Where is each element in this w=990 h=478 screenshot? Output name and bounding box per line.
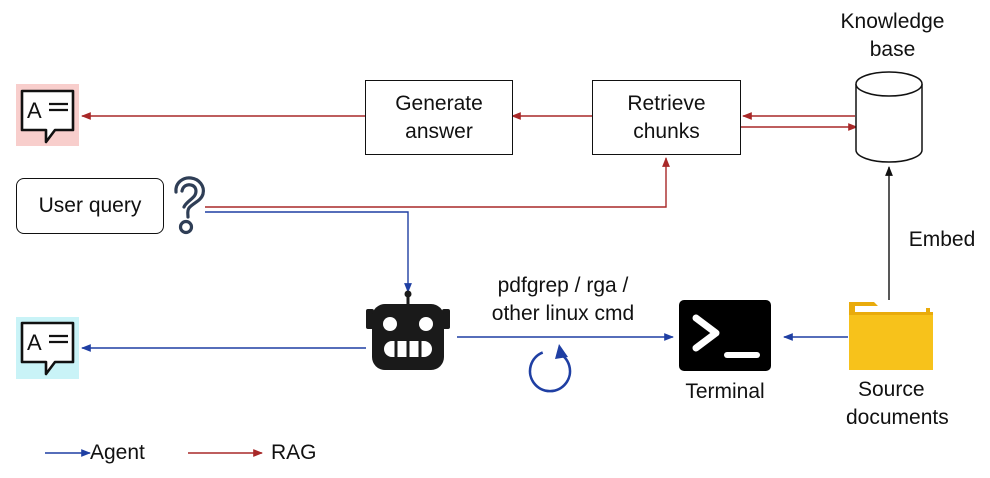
generate-answer-box: Generate answer (365, 80, 513, 155)
command-line1: pdfgrep / rga / (497, 274, 629, 297)
generate-answer-line2: answer (405, 119, 473, 143)
user-query-box: User query (16, 178, 164, 234)
agent-arrow-query-to-robot (205, 211, 412, 293)
source-documents-line1: Source (858, 378, 925, 401)
command-line2: other linux cmd (491, 302, 635, 325)
knowledge-base-line1: Knowledge (840, 10, 945, 33)
legend-rag-label: RAG (271, 441, 317, 464)
robot-icon (366, 290, 450, 370)
knowledge-base-label: Knowledge base (820, 8, 965, 64)
user-query-label: User query (38, 194, 142, 217)
retrieve-chunks-line1: Retrieve (627, 91, 706, 115)
svg-text:A: A (27, 98, 42, 123)
source-documents-line2: documents (846, 406, 949, 429)
embed-label: Embed (908, 228, 976, 251)
rag-answer-icon: A (16, 84, 79, 146)
svg-text:A: A (27, 330, 42, 355)
terminal-label: Terminal (685, 380, 765, 403)
retrieve-chunks-line2: chunks (633, 119, 700, 143)
knowledge-base-line2: base (869, 38, 916, 61)
retrieve-chunks-box: Retrieve chunks (592, 80, 741, 155)
question-mark-icon (174, 176, 205, 235)
generate-answer-line1: Generate (395, 91, 483, 115)
terminal-icon (679, 300, 771, 371)
rag-arrow-query-to-retrieve (205, 157, 670, 208)
database-icon (855, 71, 923, 163)
agent-answer-icon: A (16, 317, 79, 379)
loop-arrow-icon (528, 344, 572, 393)
legend-agent-label: Agent (90, 441, 145, 464)
source-documents-label: Source documents (846, 376, 984, 432)
command-label: pdfgrep / rga / other linux cmd (468, 272, 658, 328)
folder-icon (849, 302, 933, 370)
